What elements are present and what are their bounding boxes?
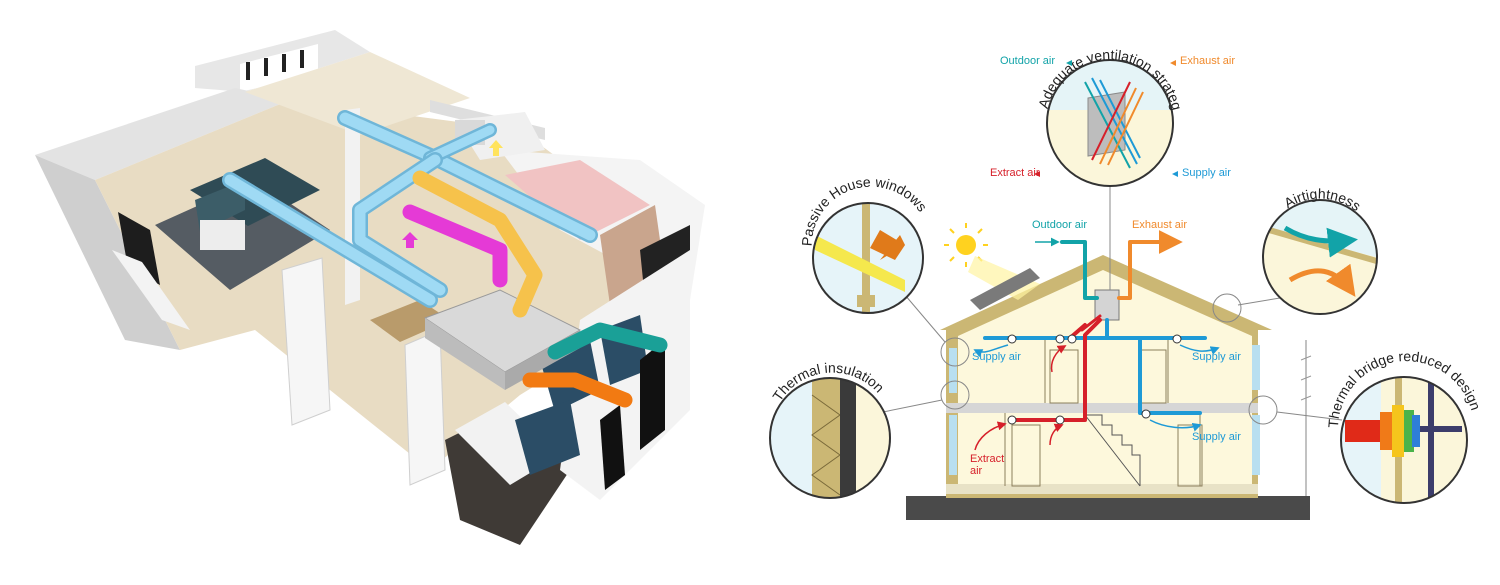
label-extract-line2: air <box>970 465 983 477</box>
callout-insulation: Thermal insulation <box>769 360 891 499</box>
passive-house-diagram <box>882 186 1343 520</box>
callout-airtightness: Airtightness <box>1262 186 1378 315</box>
label-exhaust-air-top: Exhaust air <box>1180 55 1235 67</box>
callout-windows: Passive House windows <box>799 174 930 314</box>
label-extract-air-top: Extract air <box>990 167 1040 179</box>
label-outdoor-air-top: Outdoor air <box>1000 55 1055 67</box>
label-supply-air-left: Supply air <box>972 351 1021 363</box>
label-exhaust-air: Exhaust air <box>1132 219 1187 231</box>
callout-thermal-bridge: Thermal bridge reduced design <box>1325 348 1484 504</box>
label-outdoor-air: Outdoor air <box>1032 219 1087 231</box>
label-extract-line1: Extract <box>970 453 1004 465</box>
solar-panel-icon <box>970 268 1040 310</box>
label-supply-air-top: Supply air <box>1182 167 1231 179</box>
apartment-3d-illustration <box>35 30 705 545</box>
ground-slab <box>906 496 1310 520</box>
label-supply-air-right-bottom: Supply air <box>1192 431 1241 443</box>
label-supply-air-right-top: Supply air <box>1192 351 1241 363</box>
